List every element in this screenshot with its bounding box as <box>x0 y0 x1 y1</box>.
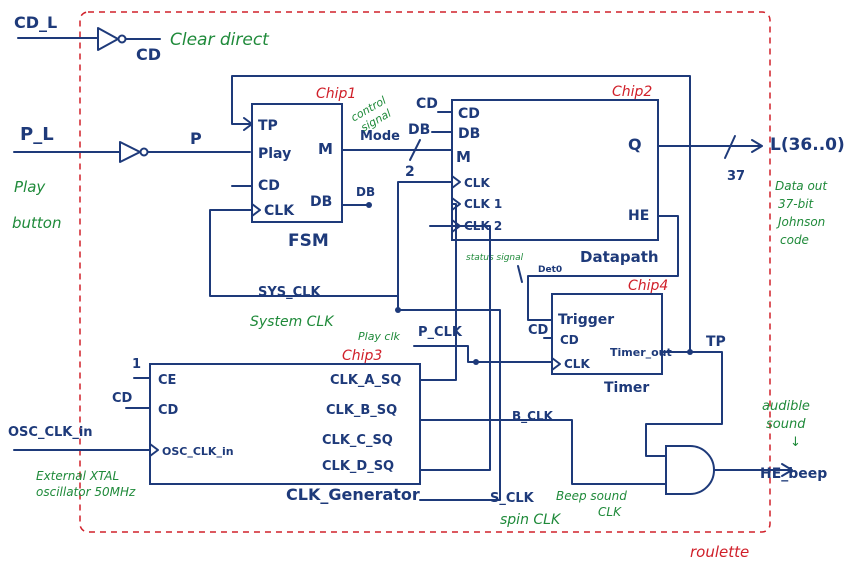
sys-clk-wire <box>209 181 453 297</box>
s-clk-wire <box>419 225 491 471</box>
osc-in-label: OSC_CLK_in <box>8 425 93 440</box>
timer-block: Chip4 Trigger CD CD CLK Timer_out Timer … <box>528 278 726 457</box>
xtal-note2: oscillator 50MHz <box>36 485 136 499</box>
timer-out: Timer_out <box>610 346 672 359</box>
fsm-cd: CD <box>258 178 280 194</box>
fsm-clk: CLK <box>264 203 295 219</box>
clkgen-d: CLK_D_SQ <box>322 459 394 474</box>
timer-cd-ext: CD <box>528 323 549 338</box>
fsm-tp: TP <box>258 118 278 134</box>
datapath-block: Chip2 CD DB CD DB M CLK CLK 1 CLK 2 Q HE… <box>408 84 845 321</box>
mode-label: Mode <box>360 129 400 144</box>
dp-cd-ext: CD <box>416 96 438 112</box>
clkgen-cd-ext: CD <box>112 391 133 406</box>
det0-label: Det0 <box>538 265 562 275</box>
clkgen-name: CLK_Generator <box>286 485 420 504</box>
data-note1: Data out <box>775 179 828 193</box>
and-gate: HE_beep audible sound ↓ <box>665 399 827 495</box>
dp-width: 37 <box>727 169 745 184</box>
dp-name: Datapath <box>580 248 659 266</box>
p-clk-label: P_CLK <box>418 325 463 340</box>
datapath-chip-label: Chip2 <box>612 84 652 100</box>
clkgen-chip-label: Chip3 <box>342 348 382 364</box>
timer-trigger: Trigger <box>558 312 614 328</box>
sys-clk-branch <box>397 295 501 501</box>
xtal-note1: External XTAL <box>36 469 119 483</box>
timer-clk: CLK <box>564 357 590 371</box>
he-beep-label: HE_beep <box>760 466 827 482</box>
sys-clk-label: SYS_CLK <box>258 285 321 300</box>
roulette-boundary <box>79 11 771 533</box>
dp-m: M <box>456 148 471 166</box>
button-note: button <box>12 214 61 232</box>
fsm-name: FSM <box>288 231 329 251</box>
b-clk-label: B_CLK <box>512 409 554 424</box>
b-clk-wire <box>419 419 667 485</box>
mode-bus-width: 2 <box>405 164 415 180</box>
clkgen-ce: CE <box>158 373 176 388</box>
system-clk-note: System CLK <box>250 314 335 330</box>
roulette-label: roulette <box>690 543 749 561</box>
fsm-chip-label: Chip1 <box>316 86 356 102</box>
play-note: Play <box>14 178 46 196</box>
fsm-block: Chip1 TP Play CD CLK M DB FSM DB 2 Mode … <box>231 86 453 251</box>
timer-name: Timer <box>604 380 649 396</box>
audible-note1: audible <box>762 399 810 414</box>
dp-cd: CD <box>458 106 480 122</box>
dp-db-ext: DB <box>408 122 430 138</box>
beep-note2: CLK <box>598 505 622 519</box>
status-note: status signal <box>466 253 524 263</box>
dp-output: L(36..0) <box>770 135 845 155</box>
data-note2: 37-bit <box>778 197 815 211</box>
p-label: P <box>190 129 202 148</box>
cd-l-label: CD_L <box>14 13 57 32</box>
tp-feedback <box>231 75 691 353</box>
fsm-box <box>251 103 343 223</box>
fsm-db: DB <box>310 194 332 210</box>
fsm-m: M <box>318 140 333 158</box>
fsm-play: Play <box>258 146 291 162</box>
cd-out-label: CD <box>136 45 161 64</box>
timer-tp: TP <box>706 334 726 350</box>
clkgen-one: 1 <box>132 357 141 372</box>
data-note3: Johnson <box>776 215 825 229</box>
clkgen-b: CLK_B_SQ <box>326 403 397 418</box>
clkgen-a: CLK_A_SQ <box>330 373 401 388</box>
audible-note2: sound <box>766 417 806 432</box>
clkgen-box <box>149 363 421 485</box>
dp-he: HE <box>628 208 649 224</box>
p-l-label: P_L <box>20 124 54 145</box>
dp-db: DB <box>458 126 480 142</box>
spin-clk-note: spin CLK <box>500 512 562 528</box>
audible-arrow: ↓ <box>790 435 801 450</box>
beep-note1: Beep sound <box>556 489 627 503</box>
dp-clk: CLK <box>464 176 490 190</box>
clear-direct-note: Clear direct <box>170 30 270 50</box>
fsm-db-out: DB <box>356 185 375 199</box>
timer-cd: CD <box>560 333 579 347</box>
play-clk-note: Play clk <box>358 330 401 343</box>
clk1-wire <box>419 203 457 381</box>
clkgen-osc: OSC_CLK_in <box>162 445 234 458</box>
clkgen-c: CLK_C_SQ <box>322 433 393 448</box>
clkgen-block: Chip3 1 CD CE CD OSC_CLK_in CLK_A_SQ CLK… <box>8 348 421 504</box>
dp-q: Q <box>628 135 642 154</box>
s-clk-label: S_CLK <box>490 491 535 506</box>
play-inverter: P_L P Play button <box>12 124 251 232</box>
timer-box <box>551 293 663 375</box>
data-note4: code <box>780 233 809 247</box>
cd-inverter: CD_L CD Clear direct <box>14 13 270 64</box>
dp-clk1: CLK 1 <box>464 197 502 211</box>
clkgen-cd: CD <box>158 403 179 418</box>
datapath-box <box>451 99 659 241</box>
timer-chip-label: Chip4 <box>628 278 668 294</box>
